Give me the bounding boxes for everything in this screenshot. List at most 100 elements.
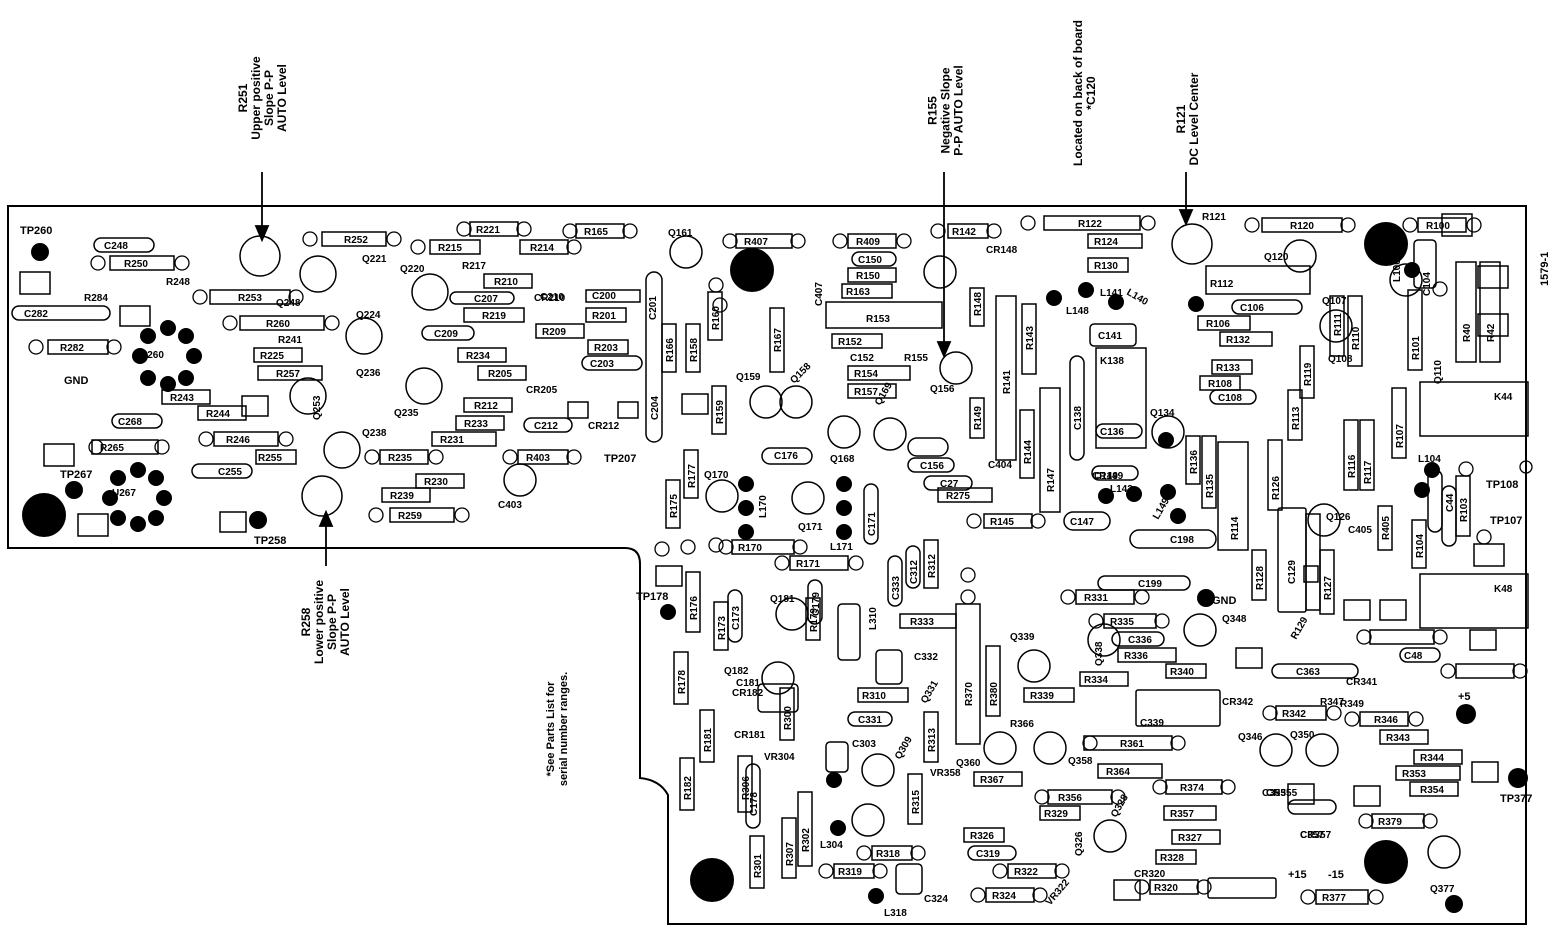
label-c282: C282 [24,309,48,320]
label-l142: L142 [1110,484,1133,495]
label-c201: C201 [648,296,659,320]
label-r243: R243 [170,393,194,404]
label-r173: R173 [717,616,728,640]
label-q326: Q326 [1074,831,1085,856]
label-r141: R141 [1002,370,1013,394]
label-c268: C268 [118,417,142,428]
label-r366: R366 [1010,719,1034,730]
callout-r251-line3: AUTO Level [275,64,289,132]
label-r318: R318 [876,849,900,860]
label-r327: R327 [1178,833,1202,844]
label-c363: C363 [1296,667,1320,678]
label-r405: R405 [1381,516,1392,540]
label-l140: L140 [1125,287,1151,308]
label-c152: C152 [850,353,874,364]
square-pads [19,213,1509,901]
label-r329: R329 [1044,809,1068,820]
label-cr212: CR212 [588,421,620,432]
label-r171: R171 [796,559,820,570]
label-tp107: TP107 [1490,515,1522,527]
mounting-hole [690,858,734,902]
label-q338: Q338 [1094,641,1105,666]
label-r122: R122 [1078,219,1102,230]
label-q248: Q248 [276,298,301,309]
label-c48: C48 [1404,651,1423,662]
label-c331: C331 [858,715,882,726]
label-c303: C303 [852,739,876,750]
label-cr341: CR341 [1346,677,1378,688]
label-r120: R120 [1290,221,1314,232]
label-q181: Q181 [770,594,795,605]
label-minus15: -15 [1328,869,1344,881]
label-c324: C324 [924,894,948,905]
label-r130: R130 [1094,261,1118,272]
label-r344: R344 [1420,753,1444,764]
label-r167: R167 [773,328,784,352]
label-r244: R244 [206,409,230,420]
capacitor-bodies [11,237,1529,899]
label-q348: Q348 [1222,614,1247,625]
pad-circles [28,215,1533,905]
label-k48: K48 [1494,584,1513,595]
label-c179: C179 [811,592,822,616]
label-c207: C207 [474,294,498,305]
label-r113: R113 [1291,406,1302,430]
label-r214: R214 [530,243,554,254]
label-c405: C405 [1348,525,1372,536]
label-r149: R149 [973,406,984,430]
label-q158: Q158 [788,361,813,386]
label-c339: C339 [1140,718,1164,729]
callout-r258-line3: AUTO Level [338,588,352,656]
label-q168: Q168 [830,454,855,465]
label-l171: L171 [830,542,853,553]
label-r117: R117 [1363,460,1374,484]
label-q339: Q339 [1010,632,1035,643]
label-r170: R170 [738,543,762,554]
label-q238: Q238 [362,428,387,439]
label-r144: R144 [1023,440,1034,464]
label-c200: C200 [592,291,616,302]
label-r163: R163 [846,287,870,298]
label-c355: C355 [1262,788,1286,799]
label-c136: C136 [1100,427,1124,438]
u260-footprint [132,320,202,392]
label-l106: L106 [1392,259,1403,282]
callout-note: *See Parts List for serial number ranges… [545,659,571,799]
label-gnd-right: GND [1212,595,1237,607]
label-cr357: CR357 [1300,830,1332,841]
label-q358: Q358 [1068,756,1093,767]
label-c336: C336 [1128,635,1152,646]
label-r233: R233 [464,419,488,430]
mounting-hole [730,248,774,292]
label-l104: L104 [1418,454,1441,465]
label-r154: R154 [854,369,878,380]
label-r282: R282 [60,343,84,354]
label-r349: R349 [1340,699,1364,710]
label-r145: R145 [990,517,1014,528]
label-r407: R407 [744,237,768,248]
label-r265: R265 [100,443,124,454]
label-r129: R129 [1289,615,1311,642]
label-q331: Q331 [919,678,941,705]
label-c357: C357 [1300,830,1324,841]
mounting-hole [1364,840,1408,884]
label-c108: C108 [1218,393,1242,404]
label-r100: R100 [1426,221,1450,232]
label-r380: R380 [989,682,1000,706]
label-cr205: CR205 [526,385,558,396]
label-c176: C176 [774,451,798,462]
label-l310: L310 [868,607,879,630]
label-c404: C404 [988,460,1012,471]
label-cr342: CR342 [1222,697,1254,708]
label-q182: Q182 [724,666,749,677]
label-c149: C149 [1094,471,1118,482]
label-tp258: TP258 [254,535,286,547]
label-r143: R143 [1025,326,1036,350]
label-r239: R239 [390,491,414,502]
label-tp377: TP377 [1500,793,1532,805]
label-r361: R361 [1120,739,1144,750]
label-r178: R178 [677,670,688,694]
label-q120: Q120 [1264,252,1289,263]
label-gnd-left: GND [64,375,89,387]
transistor-footprints [239,223,1461,869]
